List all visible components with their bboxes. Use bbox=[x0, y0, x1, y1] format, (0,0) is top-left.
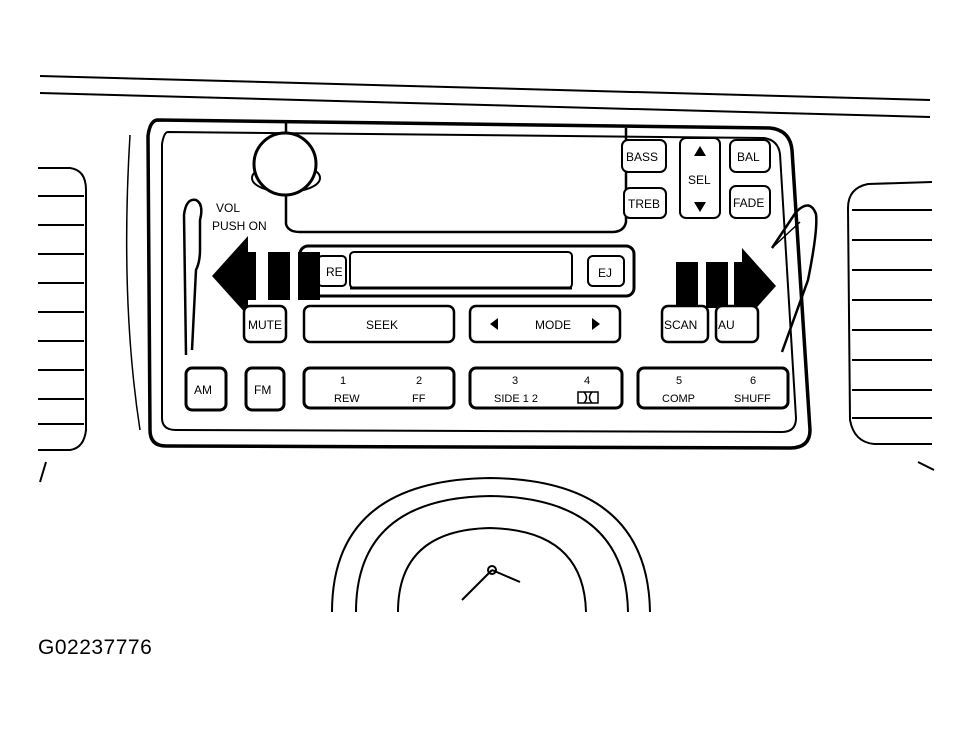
am-label: AM bbox=[194, 383, 212, 397]
preset-1-number: 1 bbox=[340, 375, 346, 387]
cassette-door bbox=[298, 244, 636, 298]
preset-2-label: FF bbox=[412, 393, 426, 405]
mode-button[interactable]: MODE bbox=[468, 304, 622, 344]
sel-rocker-button[interactable]: SEL bbox=[679, 137, 721, 219]
dashboard-top-edge bbox=[39, 75, 931, 118]
sel-up-arrow-icon bbox=[694, 146, 706, 156]
left-removal-tool bbox=[182, 198, 203, 356]
preset-2-number: 2 bbox=[416, 375, 422, 387]
preset-5-label: COMP bbox=[662, 393, 695, 405]
fm-button[interactable]: FM bbox=[244, 366, 286, 412]
right-removal-tool bbox=[770, 204, 818, 353]
push-on-label: PUSH ON bbox=[212, 219, 267, 233]
bal-label: BAL bbox=[737, 150, 760, 164]
preset-3-number: 3 bbox=[512, 375, 518, 387]
preset-1-label: REW bbox=[334, 393, 360, 405]
au-label: AU bbox=[718, 318, 735, 332]
bezel-curve-left bbox=[125, 134, 141, 431]
preset-3-label: SIDE 1 2 bbox=[494, 393, 538, 405]
seek-label: SEEK bbox=[366, 318, 398, 332]
left-air-vent bbox=[38, 167, 87, 483]
eject-label: EJ bbox=[598, 266, 612, 280]
rew-small-label: RE bbox=[326, 265, 343, 279]
scan-button[interactable]: SCAN bbox=[660, 304, 710, 344]
preset-6-label: SHUFF bbox=[734, 393, 771, 405]
bass-button[interactable]: BASS bbox=[621, 139, 667, 173]
fade-button[interactable]: FADE bbox=[729, 185, 771, 219]
arrow-left-icon bbox=[212, 236, 320, 316]
clock-gauge bbox=[331, 476, 651, 613]
preset-1-2-button[interactable]: 1 REW 2 FF bbox=[302, 366, 456, 410]
preset-5-6-button[interactable]: 5 COMP 6 SHUFF bbox=[636, 366, 790, 410]
right-removal-tool-inner bbox=[771, 221, 801, 249]
bal-button[interactable]: BAL bbox=[729, 139, 771, 173]
sel-label: SEL bbox=[688, 173, 711, 187]
mode-label: MODE bbox=[535, 318, 571, 332]
eject-button[interactable]: EJ bbox=[587, 255, 625, 287]
right-air-vent bbox=[846, 181, 935, 471]
treb-button[interactable]: TREB bbox=[623, 187, 667, 219]
treb-label: TREB bbox=[628, 197, 660, 211]
fade-label: FADE bbox=[733, 196, 764, 210]
mode-right-arrow-icon bbox=[592, 318, 600, 330]
volume-label: VOL bbox=[216, 201, 240, 215]
preset-3-4-button[interactable]: 3 SIDE 1 2 4 bbox=[468, 366, 624, 410]
mute-button[interactable]: MUTE bbox=[242, 304, 288, 344]
radio-faceplate bbox=[146, 118, 812, 450]
au-button[interactable]: AU bbox=[714, 304, 760, 344]
preset-5-number: 5 bbox=[676, 375, 682, 387]
volume-knob[interactable] bbox=[251, 131, 321, 197]
bass-label: BASS bbox=[626, 150, 658, 164]
scan-label: SCAN bbox=[664, 318, 697, 332]
mute-label: MUTE bbox=[248, 318, 282, 332]
preset-6-number: 6 bbox=[750, 375, 756, 387]
mode-left-arrow-icon bbox=[490, 318, 498, 330]
seek-button[interactable]: SEEK bbox=[302, 304, 456, 344]
figure-id: G02237776 bbox=[38, 636, 153, 659]
dolby-icon bbox=[577, 391, 599, 404]
fm-label: FM bbox=[254, 383, 271, 397]
sel-down-arrow-icon bbox=[694, 202, 706, 212]
preset-4-number: 4 bbox=[584, 375, 590, 387]
rew-small-button[interactable]: RE bbox=[317, 255, 347, 287]
arrow-right-icon bbox=[676, 248, 776, 324]
am-button[interactable]: AM bbox=[184, 366, 228, 412]
